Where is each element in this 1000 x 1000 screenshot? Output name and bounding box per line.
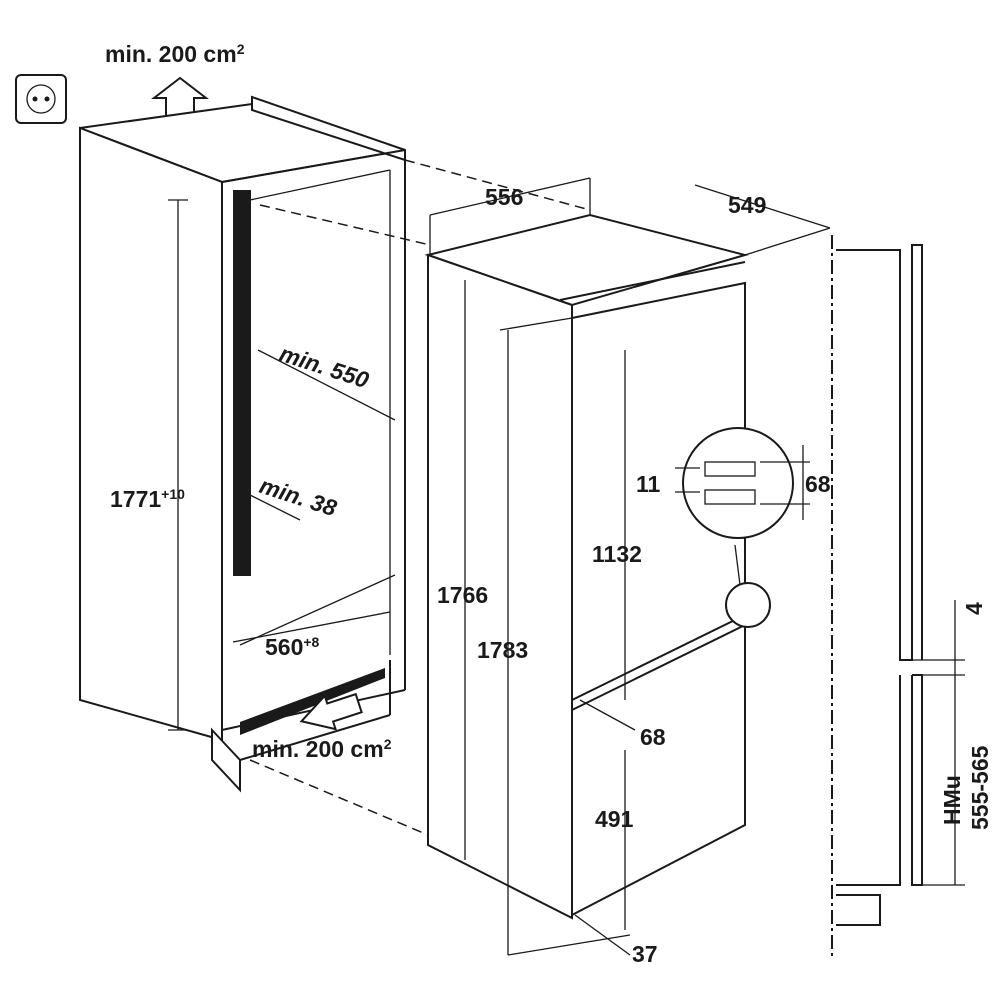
- arrow-up-icon: [151, 76, 209, 119]
- niche-cabinet: [79, 95, 406, 793]
- vent-top-label: min. 200 cm2: [105, 41, 245, 67]
- plinth-37-label: 37: [632, 941, 658, 967]
- height-491-label: 491: [595, 806, 634, 832]
- width-556-label: 556: [485, 184, 523, 210]
- hmu-label: HMu: [939, 775, 965, 825]
- height-1766-label: 1766: [437, 582, 488, 608]
- min-38-label: min. 38: [256, 472, 340, 521]
- height-1783-label: 1783: [477, 637, 528, 663]
- vent-bottom-label: min. 200 cm2: [252, 736, 392, 762]
- side-profile: [831, 235, 965, 960]
- power-socket-icon: [15, 74, 67, 124]
- hinge-detail-icon: [675, 427, 810, 539]
- hmu-range-label: 555-565: [967, 745, 993, 830]
- gap-4-label: 4: [961, 602, 987, 615]
- width-560-label: 560+8: [265, 634, 320, 660]
- arrow-in-icon: [299, 692, 363, 731]
- gap-68-label: 68: [640, 724, 666, 750]
- min-550-label: min. 550: [276, 340, 372, 393]
- detail-11-label: 11: [636, 471, 661, 497]
- detail-68-label: 68: [805, 471, 831, 497]
- height-1132-label: 1132: [592, 541, 642, 567]
- fridge-appliance: [424, 177, 831, 956]
- height-1771-label: 1771+10: [110, 486, 185, 512]
- depth-549-label: 549: [728, 192, 766, 218]
